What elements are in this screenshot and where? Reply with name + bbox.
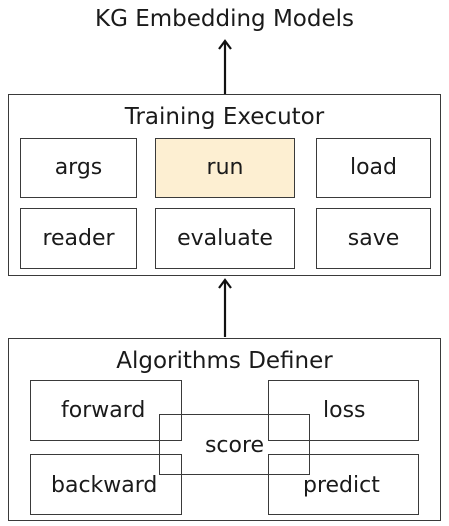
- module-loss: loss: [268, 380, 419, 441]
- kg-embedding-models-label: KG Embedding Models: [94, 6, 355, 32]
- training-executor-title: Training Executor: [124, 104, 325, 130]
- module-evaluate: evaluate: [155, 208, 295, 269]
- algorithms-definer-title: Algorithms Definer: [116, 348, 333, 374]
- module-loss-label: loss: [323, 397, 366, 423]
- algorithms-definer-panel: Algorithms Definer: [8, 338, 441, 521]
- module-backward: backward: [30, 454, 182, 515]
- module-run: run: [155, 138, 295, 198]
- training-executor-panel: Training Executor: [8, 94, 441, 276]
- module-backward-label: backward: [51, 472, 158, 498]
- module-args: args: [20, 138, 137, 198]
- module-score: score: [159, 414, 310, 475]
- module-forward-label: forward: [61, 397, 146, 423]
- module-save: save: [316, 208, 431, 269]
- module-reader: reader: [20, 208, 137, 269]
- arrow-to-training-executor: [218, 278, 232, 337]
- module-forward: forward: [30, 380, 182, 441]
- module-predict-label: predict: [303, 472, 380, 498]
- module-score-label: score: [204, 432, 265, 458]
- module-predict: predict: [268, 454, 419, 515]
- module-load: load: [316, 138, 431, 198]
- arrow-to-models: [218, 39, 232, 94]
